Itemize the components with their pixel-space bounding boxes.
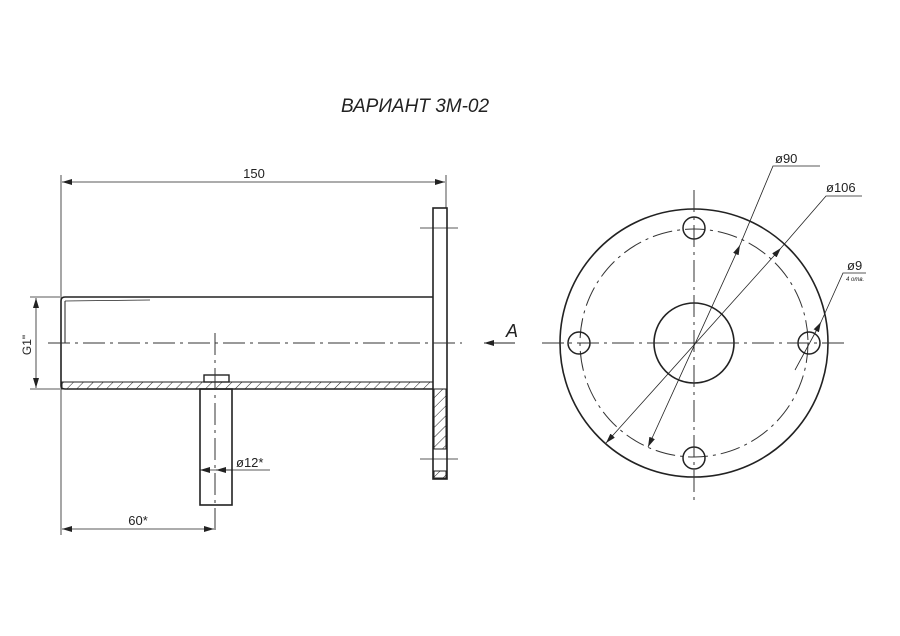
front-view: ø90 ø106 ø9 4 отв.: [542, 151, 866, 500]
stub-offset-label: 60*: [128, 513, 148, 528]
drawing-title: ВАРИАНТ 3М-02: [341, 96, 490, 117]
bolt-circle-label: ø90: [775, 151, 797, 166]
outer-diameter-label: ø106: [826, 180, 856, 195]
stub-diameter-label: ø12*: [236, 455, 263, 470]
bolt-circle-leader: [739, 165, 820, 246]
hole-leader: [820, 272, 866, 323]
stub-top: [203, 374, 230, 383]
pipe-wall-section: [61, 381, 434, 390]
flange-section: [433, 388, 447, 450]
stub-pin: [199, 388, 233, 506]
side-view: 150 ø12* 60* G1" A: [20, 166, 518, 535]
hole-count-note: 4 отв.: [846, 277, 864, 283]
outer-diameter-dim-line: [605, 247, 782, 444]
thread-dimension-label: G1": [20, 335, 34, 355]
flange-section-lower: [433, 470, 447, 479]
thread-line: [64, 299, 151, 302]
view-marker-label: A: [505, 321, 518, 341]
hole-dim-label: ø9: [847, 258, 862, 273]
outer-diameter-leader: [780, 195, 862, 249]
length-dimension-label: 150: [243, 166, 265, 181]
hole-dim-line: [794, 321, 822, 371]
